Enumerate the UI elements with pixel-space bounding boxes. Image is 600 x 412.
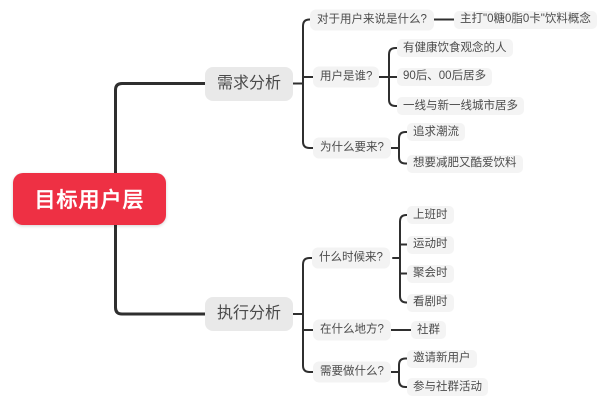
topic-node-why-come[interactable]: 为什么要来? [313,137,391,159]
leaf-node-join-community-activities[interactable]: 参与社群活动 [407,378,488,396]
leaf-node-tier1-cities[interactable]: 一线与新一线城市居多 [397,97,524,115]
leaf-node-lose-weight-love-drinks[interactable]: 想要减肥又酷爱饮料 [407,154,523,173]
branch-node-demand-analysis[interactable]: 需求分析 [205,66,294,101]
leaf-node-90s-00s-generation[interactable]: 90后、00后居多 [397,67,493,86]
topic-node-what-to-do[interactable]: 需要做什么? [313,361,391,383]
topic-node-who-are-users[interactable]: 用户是谁? [313,66,380,88]
root-node-target-user-layer[interactable]: 目标用户层 [13,173,166,225]
leaf-node-at-work[interactable]: 上班时 [407,206,454,224]
leaf-node-zero-sugar-concept[interactable]: 主打"0糖0脂0卡"饮料概念 [454,10,597,29]
connector-when-bracket [392,214,414,304]
leaf-node-invite-new-users[interactable]: 邀请新用户 [407,349,477,368]
leaf-node-gathering[interactable]: 聚会时 [407,264,454,283]
branch-node-execution-analysis[interactable]: 执行分析 [205,297,294,331]
topic-node-what-is-it-for-users[interactable]: 对于用户来说是什么? [310,9,434,30]
leaf-node-pursue-trends[interactable]: 追求潮流 [407,123,465,141]
connector-demand-bracket [291,18,317,149]
leaf-node-exercising[interactable]: 运动时 [407,235,454,254]
topic-node-when-come[interactable]: 什么时候来? [312,247,390,269]
leaf-node-watching-shows[interactable]: 看剧时 [407,293,454,312]
leaf-node-healthy-diet-people[interactable]: 有健康饮食观念的人 [397,39,513,57]
leaf-node-community[interactable]: 社群 [411,321,446,339]
connector-execution-bracket [291,257,317,373]
topic-node-where[interactable]: 在什么地方? [313,319,391,341]
